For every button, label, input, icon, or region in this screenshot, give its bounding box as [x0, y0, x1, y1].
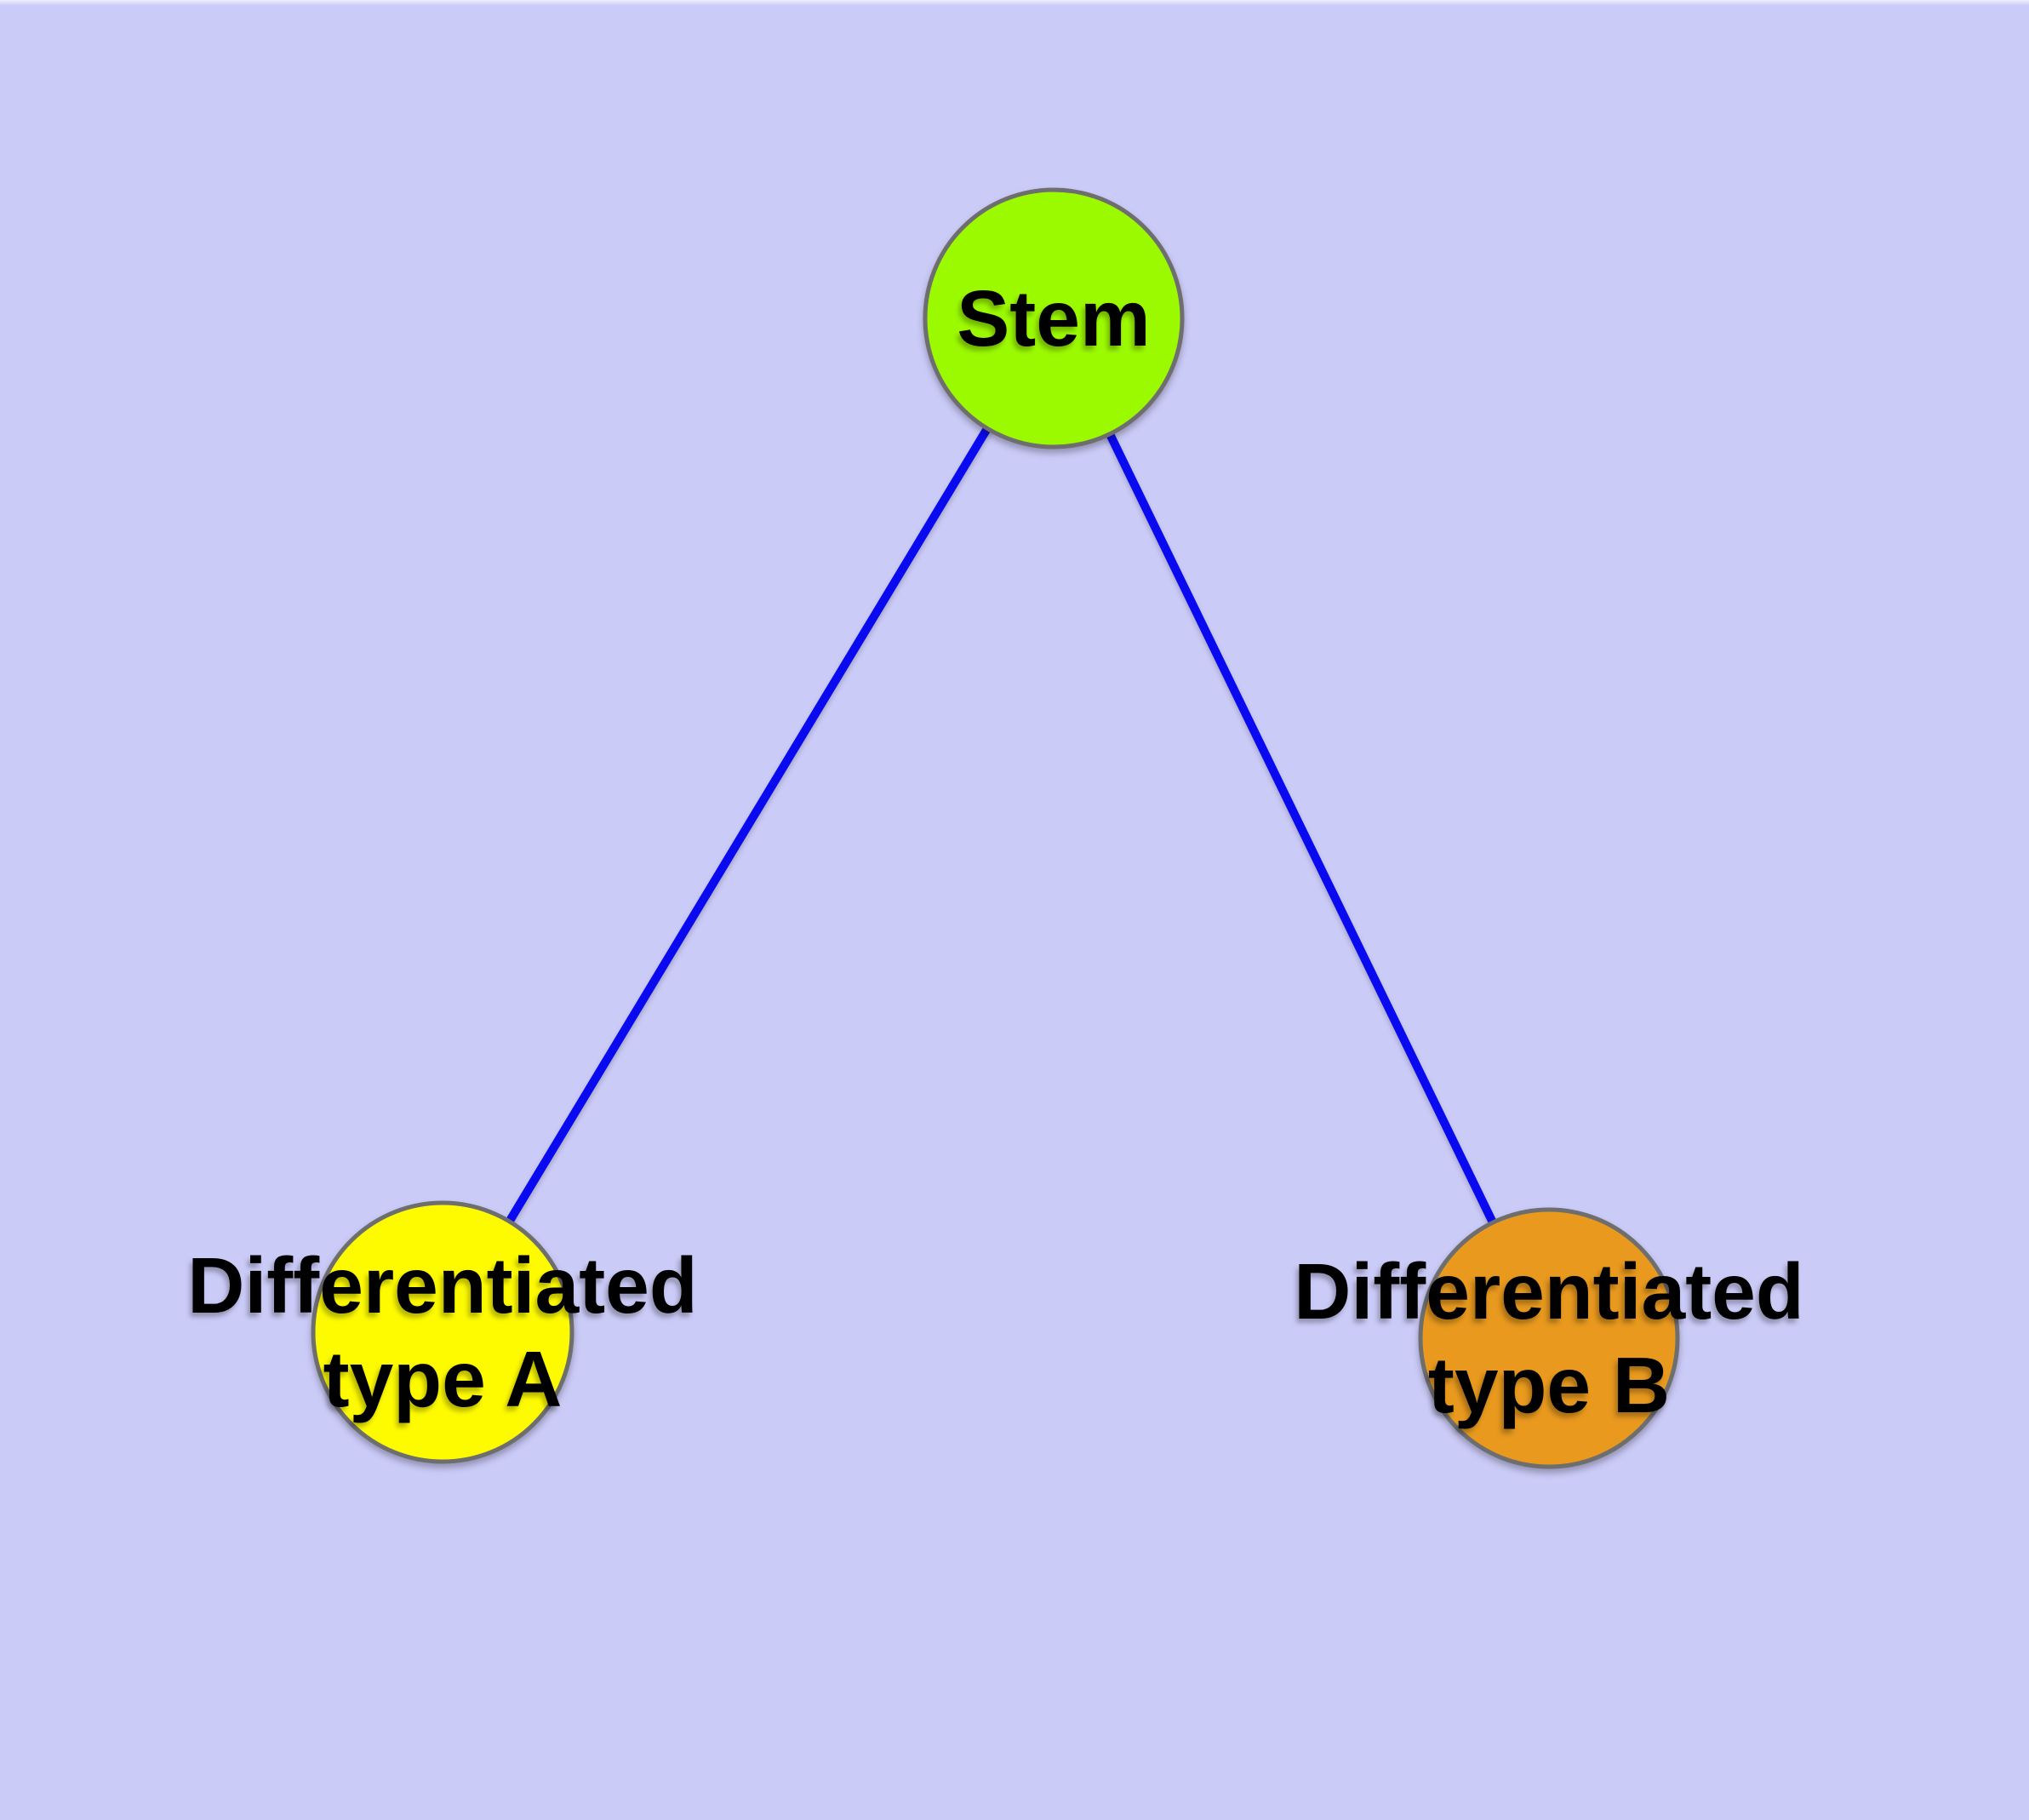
node-label-diff-type-b-line2: type B: [1428, 1341, 1670, 1429]
node-stem: Stem: [923, 187, 1185, 449]
node-circle-diff-type-b: [1418, 1207, 1680, 1469]
node-label-stem-line1: Stem: [957, 274, 1150, 363]
node-circle-stem: [923, 187, 1185, 449]
edge-stem-to-diff-type-a: [438, 316, 1058, 1335]
node-label-diff-type-a-line1: Differentiated: [187, 1241, 697, 1330]
edge-stem-to-diff-type-b: [1049, 316, 1553, 1341]
node-label-diff-type-a-line2: type A: [323, 1335, 563, 1423]
node-circle-diff-type-a: [311, 1200, 574, 1464]
edges-layer: [438, 316, 1553, 1341]
node-label-diff-type-b-line1: Differentiated: [1294, 1247, 1803, 1336]
